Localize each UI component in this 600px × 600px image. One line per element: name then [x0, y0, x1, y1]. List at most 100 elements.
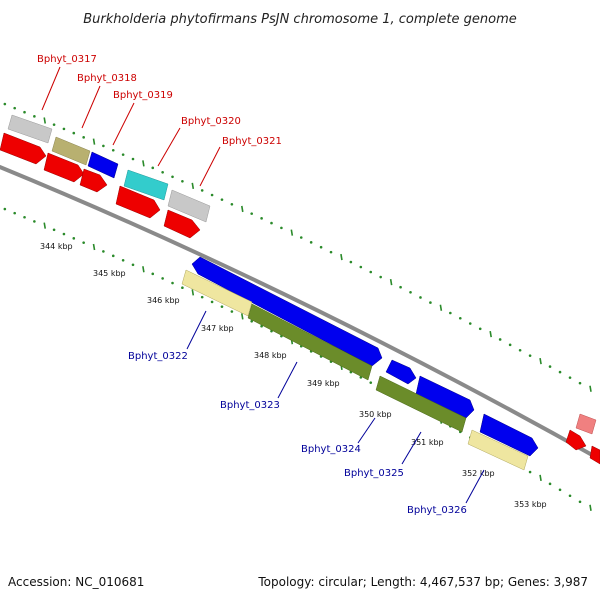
tick-mark — [131, 263, 135, 267]
tick-mark — [72, 131, 76, 135]
tick-mark — [151, 166, 155, 170]
tick-mark — [280, 226, 283, 230]
gene-feature-red-right-2[interactable] — [589, 445, 600, 465]
gene-label-top[interactable]: Bphyt_0318 — [77, 73, 137, 84]
leader-line — [112, 102, 135, 146]
tick-mark — [468, 322, 472, 325]
leader-line — [277, 361, 298, 399]
tick-mark — [528, 470, 532, 474]
gene-feature-blue-4[interactable] — [479, 413, 539, 457]
bottom-gene-labels: Bphyt_0322 Bphyt_0323 Bphyt_0324 Bphyt_0… — [128, 310, 485, 516]
tick-mark — [161, 277, 164, 280]
gene-feature-green-2[interactable] — [375, 375, 467, 433]
gene-feature-yellow-1[interactable] — [181, 269, 253, 317]
tick-mark — [299, 236, 303, 239]
tick-mark — [429, 301, 432, 304]
gene-label-bottom[interactable]: Bphyt_0326 — [407, 505, 467, 516]
tick-mark — [220, 305, 224, 308]
gene-label-bottom[interactable]: Bphyt_0324 — [301, 444, 361, 455]
tick-mark — [111, 254, 115, 258]
gene-feature-red-1[interactable] — [0, 132, 47, 165]
tick-mark — [191, 289, 195, 296]
tick-mark — [171, 175, 174, 179]
gene-feature-olive[interactable] — [51, 136, 91, 166]
tick-mark — [121, 153, 125, 156]
leader-line — [81, 85, 101, 129]
tick-mark — [478, 327, 482, 331]
tick-mark — [489, 330, 492, 338]
genome-backbone — [0, 164, 600, 462]
scale-label: 351 kbp — [411, 438, 444, 447]
tick-mark — [349, 260, 353, 264]
leader-line — [41, 66, 61, 111]
tick-mark — [578, 500, 582, 504]
tick-mark — [568, 376, 572, 379]
tick-mark — [319, 245, 323, 249]
gene-label-top[interactable]: Bphyt_0321 — [222, 136, 282, 147]
tick-mark — [539, 474, 542, 482]
scale-label: 352 kbp — [462, 469, 495, 478]
accession-text: Accession: NC_010681 — [8, 575, 144, 589]
tick-mark — [250, 212, 253, 215]
tick-mark — [62, 232, 66, 236]
gene-feature-cyan[interactable] — [123, 169, 169, 201]
gene-label-top[interactable]: Bphyt_0317 — [37, 54, 97, 65]
tick-mark — [508, 343, 512, 347]
gene-label-bottom[interactable]: Bphyt_0323 — [220, 400, 280, 411]
tick-mark — [359, 265, 363, 269]
tick-mark — [498, 338, 502, 341]
tick-mark — [181, 286, 184, 290]
tick-mark — [13, 211, 16, 215]
gene-feature-yellow-2[interactable] — [467, 429, 529, 471]
tick-mark — [151, 272, 155, 276]
gene-feature-red-3[interactable] — [79, 168, 108, 193]
tick-mark — [92, 243, 96, 251]
tick-mark — [548, 365, 552, 368]
gene-features — [0, 114, 600, 471]
tick-mark — [82, 241, 85, 244]
tick-mark — [52, 123, 56, 126]
gene-feature-blue-2[interactable] — [385, 359, 417, 385]
tick-mark — [539, 357, 542, 365]
tick-mark — [260, 217, 263, 220]
scale-label: 353 kbp — [514, 500, 547, 509]
tick-mark — [449, 311, 452, 315]
scale-label: 349 kbp — [307, 379, 340, 388]
tick-mark — [419, 296, 422, 299]
scale-label: 345 kbp — [93, 269, 126, 278]
gene-feature-blue-3[interactable] — [415, 375, 475, 419]
leader-line — [157, 127, 181, 167]
tick-mark — [121, 258, 125, 262]
scale-label: 350 kbp — [359, 410, 392, 419]
tick-mark — [102, 144, 105, 148]
gene-feature-blue-top[interactable] — [87, 151, 119, 179]
leader-line — [199, 146, 221, 187]
tick-mark — [230, 202, 234, 206]
scale-labels: 344 kbp 345 kbp 346 kbp 347 kbp 348 kbp … — [40, 242, 547, 509]
gene-label-top[interactable]: Bphyt_0319 — [113, 90, 173, 101]
gene-label-bottom[interactable]: Bphyt_0325 — [344, 468, 404, 479]
gene-label-top[interactable]: Bphyt_0320 — [181, 116, 241, 127]
tick-mark — [92, 138, 96, 145]
gene-feature-green-big[interactable] — [247, 303, 373, 381]
gene-feature-red-2[interactable] — [43, 152, 85, 183]
gene-feature-blue-big[interactable] — [191, 256, 383, 367]
gene-feature-red-right-1[interactable] — [565, 429, 587, 451]
tick-mark — [142, 266, 145, 273]
gene-label-bottom[interactable]: Bphyt_0322 — [128, 351, 188, 362]
scale-label: 348 kbp — [254, 351, 287, 360]
tick-mark — [200, 189, 204, 192]
gene-feature-pink[interactable] — [575, 413, 597, 435]
gene-feature-red-5[interactable] — [163, 209, 201, 239]
gene-feature-gray-2[interactable] — [167, 189, 211, 223]
gene-feature-gray-1[interactable] — [7, 114, 53, 144]
tick-mark — [548, 482, 552, 486]
tick-mark — [340, 253, 343, 261]
tick-mark — [379, 275, 382, 279]
tick-mark — [369, 270, 373, 274]
tick-mark — [33, 220, 36, 223]
gene-feature-red-4[interactable] — [115, 185, 161, 219]
leader-line — [357, 417, 376, 444]
tick-mark — [240, 313, 244, 320]
